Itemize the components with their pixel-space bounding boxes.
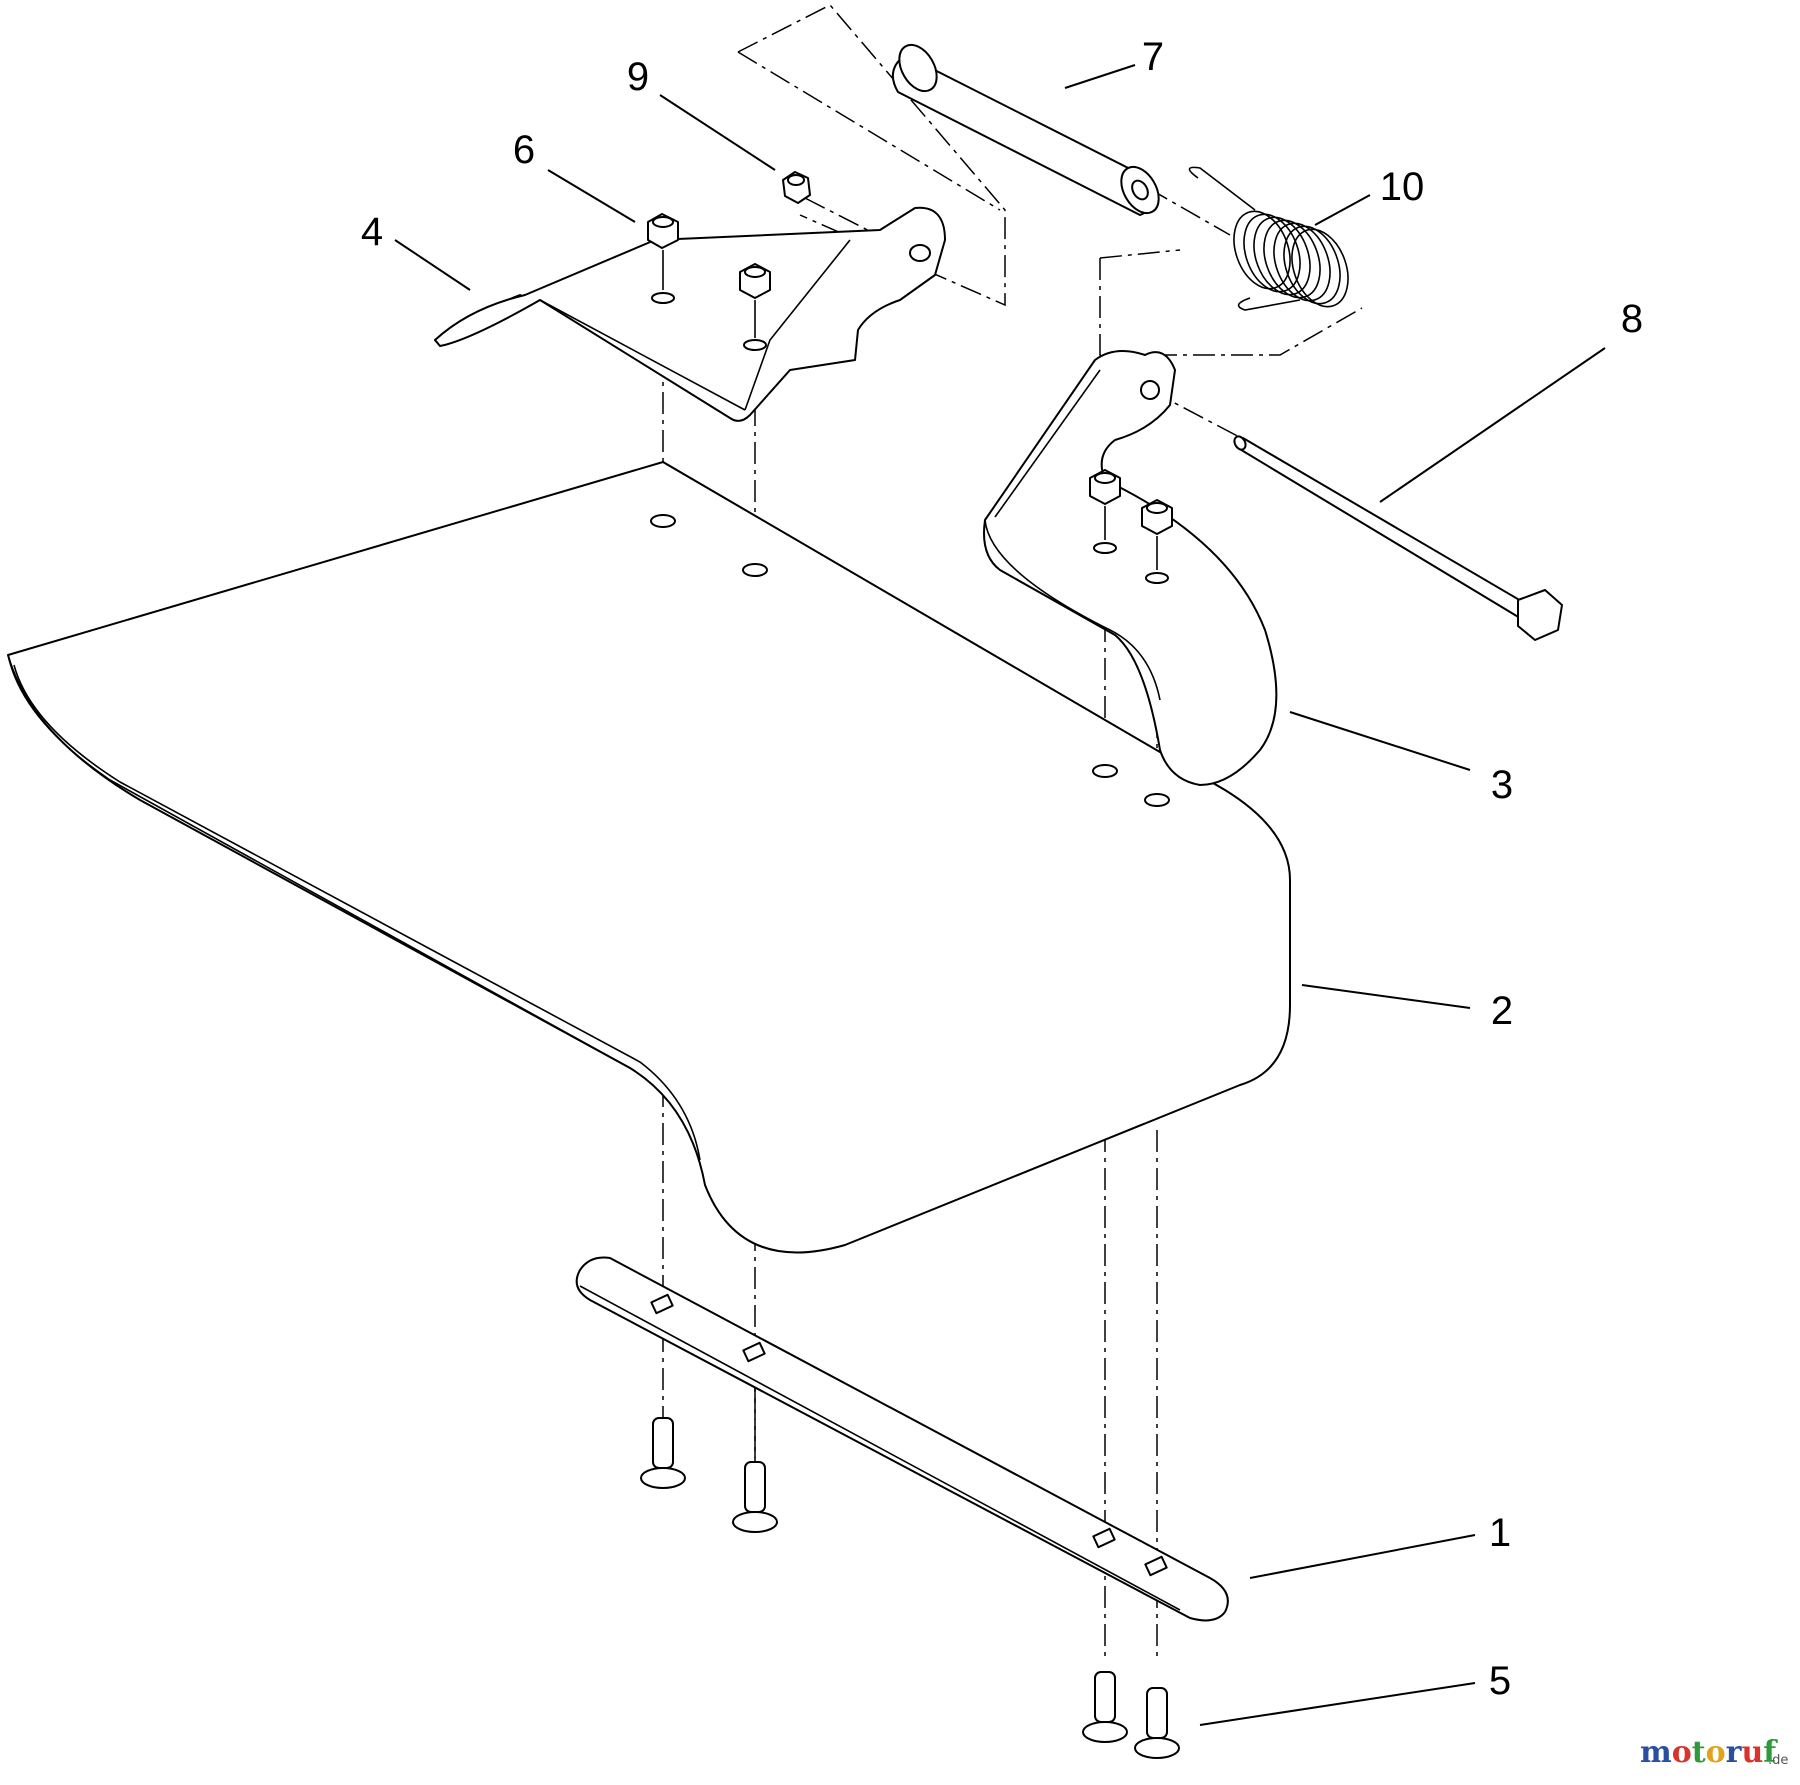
part-2-deflector-body — [7, 461, 1291, 1254]
callout-3: 3 — [1491, 763, 1513, 807]
watermark-suffix: .de — [1768, 1753, 1788, 1768]
callout-9: 9 — [627, 55, 649, 99]
part-10-torsion-spring — [1188, 166, 1349, 311]
lock-nut — [739, 263, 771, 338]
callout-4: 4 — [361, 210, 383, 254]
callout-2: 2 — [1491, 989, 1513, 1033]
carriage-bolt — [732, 1461, 778, 1533]
watermark-letter: m — [1640, 1735, 1672, 1770]
lock-nut — [647, 213, 679, 290]
bracket-3-lock-nuts — [1089, 469, 1173, 584]
watermark-text: motoruf — [1640, 1735, 1778, 1770]
watermark-letter: t — [1692, 1735, 1706, 1770]
callout-8: 8 — [1621, 297, 1643, 341]
bracket-4-holes — [651, 292, 767, 351]
body-holes — [650, 514, 1170, 807]
callout-5: 5 — [1489, 1659, 1511, 1703]
callout-1: 1 — [1489, 1511, 1511, 1555]
part-8-long-bolt — [1233, 435, 1563, 641]
part-3-right-bracket — [983, 350, 1278, 786]
carriage-bolt — [640, 1417, 686, 1489]
callout-7: 7 — [1142, 35, 1164, 79]
watermark-logo: motoruf .de — [1640, 1735, 1788, 1770]
part-1-strap — [575, 1256, 1229, 1622]
part-4-left-bracket — [434, 206, 946, 422]
callout-6: 6 — [513, 128, 535, 172]
watermark-letter: o — [1672, 1735, 1692, 1770]
callout-10: 10 — [1380, 165, 1425, 209]
lock-nut — [1089, 469, 1121, 554]
part-5-carriage-bolts — [640, 1417, 1180, 1759]
watermark-letter: u — [1741, 1735, 1763, 1770]
callout-labels: 1 2 3 4 5 6 7 8 9 10 — [361, 35, 1643, 1703]
spring-coils — [1233, 210, 1349, 308]
lock-nut — [1141, 499, 1173, 584]
part-6-lock-nuts — [647, 213, 771, 338]
carriage-bolt — [1134, 1687, 1180, 1759]
watermark-letter: f — [1763, 1735, 1778, 1770]
watermark-letter: r — [1726, 1735, 1743, 1770]
leader-lines — [394, 64, 1606, 1726]
part-7-pivot-tube — [891, 43, 1160, 216]
watermark-letter: o — [1706, 1735, 1726, 1770]
part-9-nut — [782, 171, 811, 204]
carriage-bolt — [1082, 1671, 1128, 1743]
